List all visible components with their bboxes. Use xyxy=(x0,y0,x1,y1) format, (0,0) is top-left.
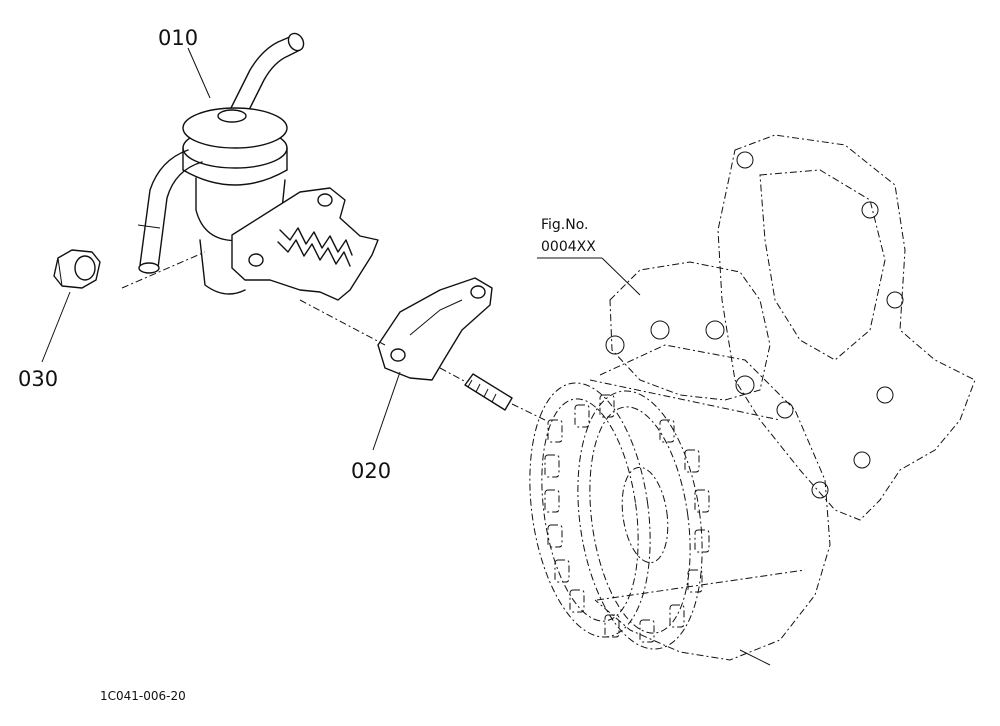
nut-030 xyxy=(53,249,101,289)
gasket-020 xyxy=(377,277,493,381)
callout-leader-010 xyxy=(187,47,211,99)
callout-010: 010 xyxy=(158,26,198,50)
assembly-centerline xyxy=(121,251,546,421)
fuel-pump-010 xyxy=(137,32,379,301)
stud-bolt xyxy=(464,373,513,411)
callout-030: 030 xyxy=(18,367,58,391)
callout-leader-030 xyxy=(41,291,71,363)
figure-reference-label: Fig.No. xyxy=(541,217,589,233)
drawing-code: 1C041-006-20 xyxy=(100,689,186,703)
figure-reference-number: 0004XX xyxy=(541,239,596,255)
callout-leader-020 xyxy=(372,371,401,451)
callout-020: 020 xyxy=(351,459,391,483)
grille-slots xyxy=(544,394,710,643)
pump-spring xyxy=(277,227,353,267)
figure-reference-callout: Fig.No. 0004XX xyxy=(537,217,641,296)
engine-housing xyxy=(529,134,976,666)
